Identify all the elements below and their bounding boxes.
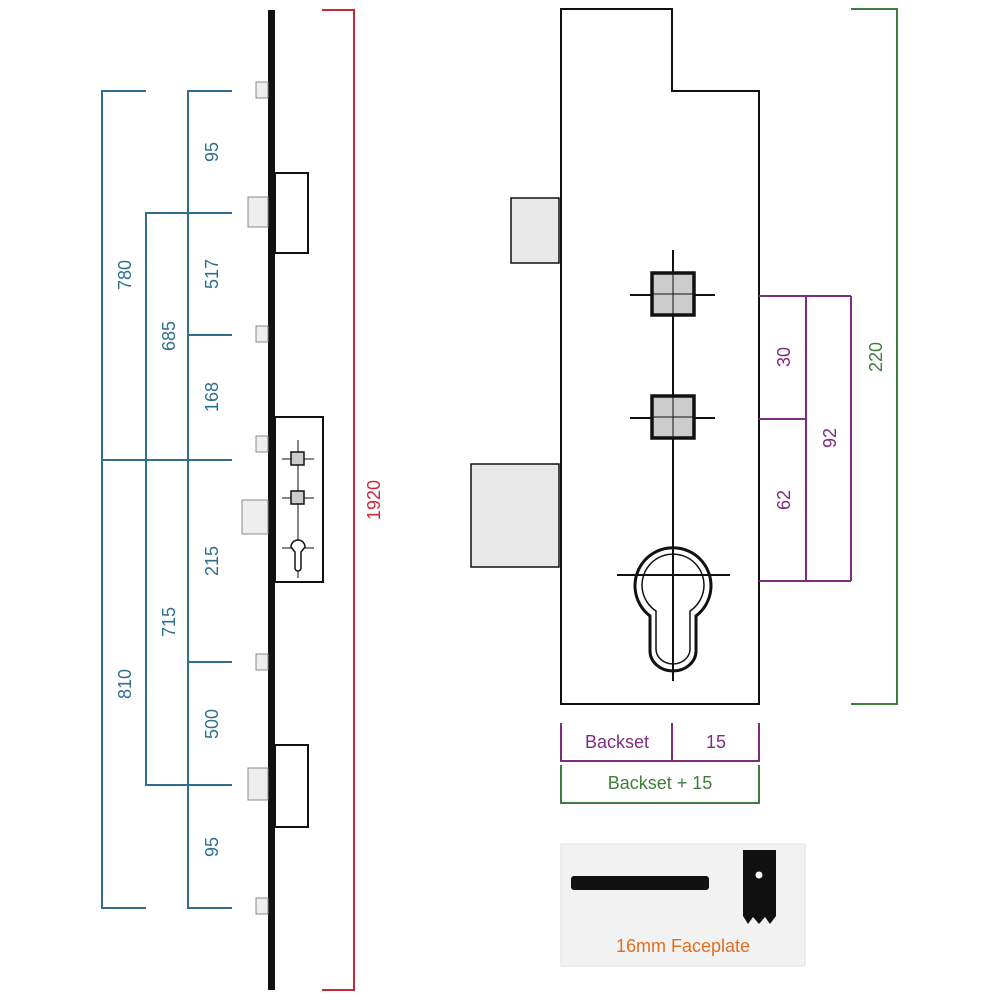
dim-685: 685 — [159, 321, 179, 351]
deadbolt — [510, 197, 560, 264]
purple-dimension-labels: 30 62 92 — [774, 347, 840, 510]
green-case-height: 220 — [851, 8, 898, 705]
dim-810: 810 — [115, 669, 135, 699]
roller-keep-2 — [255, 325, 269, 343]
faceplate-hole — [755, 871, 763, 879]
lock-case-detail — [470, 8, 760, 705]
faceplate-label: 16mm Faceplate — [616, 936, 750, 956]
dim-220: 220 — [866, 342, 886, 372]
centre-latch — [241, 499, 269, 535]
dim-30: 30 — [774, 347, 794, 367]
dim-715: 715 — [159, 607, 179, 637]
faceplate-section — [571, 876, 709, 890]
euro-cylinder-inner — [641, 553, 705, 665]
upper-hook-bolt — [247, 196, 269, 228]
faceplate-profile — [743, 850, 776, 924]
upper-hook-case — [274, 172, 309, 254]
backset-label: Backset — [585, 732, 649, 752]
backset-total-label: Backset + 15 — [608, 773, 713, 793]
case-outline — [560, 8, 760, 705]
euro-cylinder-cutout — [633, 546, 713, 673]
lower-hook-case — [274, 744, 309, 828]
dim-215: 215 — [202, 546, 222, 576]
faceplate-offset-label: 15 — [706, 732, 726, 752]
faceplate-detail-panel: 16mm Faceplate — [560, 843, 806, 967]
full-lock-elevation — [241, 10, 324, 990]
dim-168: 168 — [202, 382, 222, 412]
lower-hook-bolt — [247, 767, 269, 801]
dim-1920: 1920 — [364, 480, 384, 520]
roller-keep-5 — [255, 897, 269, 915]
mini-cylinder-cutout — [290, 539, 306, 572]
mini-follower-1 — [290, 451, 305, 466]
mini-follower-2 — [290, 490, 305, 505]
roller-keep-4 — [255, 653, 269, 671]
dim-500: 500 — [202, 709, 222, 739]
roller-keep-3 — [255, 435, 269, 453]
roller-keep-1 — [255, 81, 269, 99]
backset-dimensions: Backset 15 Backset + 15 — [560, 723, 760, 804]
dim-780: 780 — [115, 260, 135, 290]
red-overall-dimension: 1920 — [322, 9, 384, 991]
dim-517: 517 — [202, 259, 222, 289]
blue-dimension-labels: 95 517 168 215 500 95 780 685 810 715 — [115, 142, 222, 857]
latch-bolt — [470, 463, 560, 568]
dim-92: 92 — [820, 428, 840, 448]
dim-95-bottom: 95 — [202, 837, 222, 857]
purple-dimensions — [759, 295, 852, 582]
dim-62: 62 — [774, 490, 794, 510]
dim-95-top: 95 — [202, 142, 222, 162]
blue-dimensions — [101, 90, 232, 909]
faceplate-bar — [268, 10, 275, 990]
